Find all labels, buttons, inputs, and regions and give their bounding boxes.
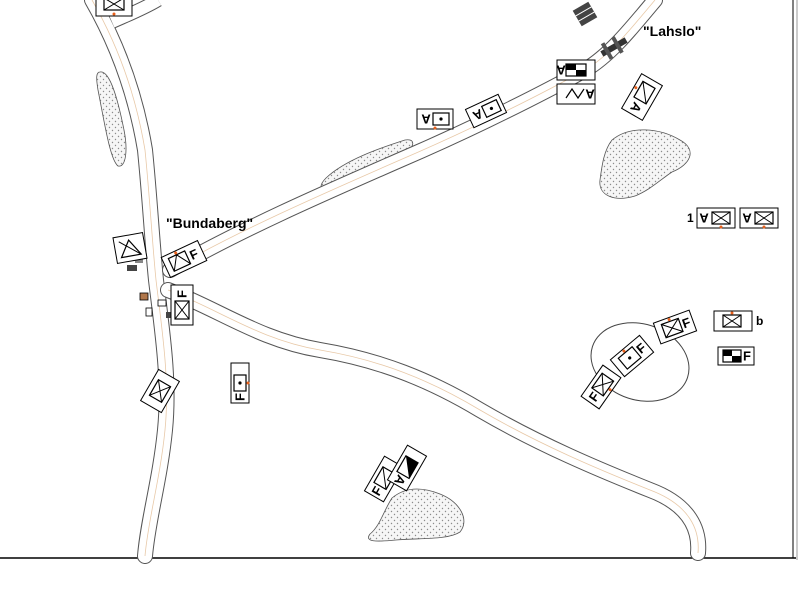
building-icon <box>145 307 153 317</box>
map-frame <box>0 0 798 560</box>
unit-counters[interactable]: A A A A A 1 <box>95 0 779 503</box>
building-icon <box>572 1 598 27</box>
nato-unit-symbol[interactable]: A <box>464 93 508 129</box>
building-icon <box>157 299 167 307</box>
nato-unit-symbol[interactable]: A <box>620 72 664 122</box>
nato-unit-symbol[interactable]: F <box>717 346 755 366</box>
nato-unit-symbol[interactable]: F <box>230 362 250 404</box>
place-label-lahslo: "Lahslo" <box>643 23 701 39</box>
nato-unit-symbol[interactable] <box>95 0 133 17</box>
unit-type-letter: A <box>421 112 431 127</box>
unit-type-letter: A <box>585 87 595 102</box>
nato-unit-symbol[interactable]: A <box>739 207 779 229</box>
buildings <box>127 1 628 318</box>
place-label-bundaberg: "Bundaberg" <box>166 215 253 231</box>
nato-unit-symbol[interactable] <box>112 232 148 264</box>
nato-unit-symbol[interactable]: A <box>556 83 596 105</box>
nato-unit-symbol[interactable]: F <box>609 334 655 378</box>
woods-patch-northwest <box>96 71 127 167</box>
nato-unit-symbol[interactable]: A <box>696 207 736 229</box>
woods-patch-south <box>368 488 465 542</box>
nato-unit-symbol[interactable]: F <box>363 455 405 503</box>
building-icon <box>139 292 149 301</box>
nato-unit-symbol[interactable] <box>713 310 753 332</box>
nato-unit-symbol[interactable]: F <box>160 239 208 279</box>
unit-type-letter: A <box>742 211 752 226</box>
building-icon <box>135 258 143 263</box>
nato-unit-symbol[interactable]: A <box>556 59 596 81</box>
nato-unit-symbol[interactable]: A <box>416 108 454 130</box>
nato-unit-symbol[interactable]: F <box>170 284 194 326</box>
bridge-icon <box>600 36 628 60</box>
unit-type-letter: A <box>556 63 566 78</box>
nato-unit-symbol[interactable]: A <box>386 444 428 492</box>
building-icon <box>166 312 171 318</box>
unit-type-letter: A <box>699 211 709 226</box>
nato-unit-symbol[interactable]: F <box>652 309 698 345</box>
unit-number-label: 1 <box>687 211 694 225</box>
unit-type-letter: F <box>175 290 190 298</box>
building-icon <box>127 265 137 271</box>
nato-unit-symbol[interactable] <box>139 368 181 414</box>
unit-type-letter: F <box>743 349 751 364</box>
woods-patch-lahslo <box>599 129 691 199</box>
unit-suffix-label: b <box>756 314 763 328</box>
unit-type-letter: F <box>233 393 248 401</box>
nato-unit-symbol[interactable]: F <box>580 364 622 410</box>
